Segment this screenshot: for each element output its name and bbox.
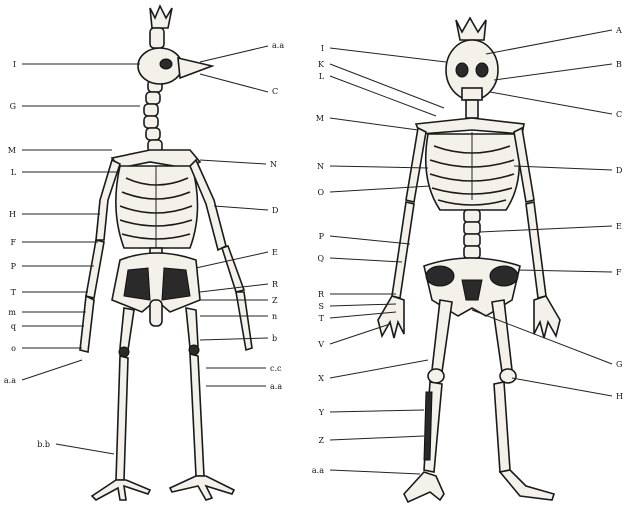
bird-skull (138, 48, 212, 84)
human-label: Y (318, 408, 325, 417)
human-spine (464, 210, 480, 258)
human-leader-line (494, 64, 612, 80)
human-label: I (321, 44, 324, 53)
bird-label: G (10, 102, 16, 111)
human-leader-line (480, 226, 612, 232)
human-leader-line (512, 378, 612, 396)
bird-leader-line (200, 160, 266, 164)
bird-leader-line (200, 46, 268, 62)
human-leader-line (330, 236, 410, 244)
human-leader-line (330, 436, 424, 440)
bird-leader-line (22, 360, 82, 380)
human-label: A (615, 26, 622, 35)
human-label: Z (318, 436, 324, 445)
human-label: S (319, 302, 324, 311)
bird-label: P (11, 262, 17, 271)
human-label: H (616, 392, 623, 401)
human-leader-line (518, 270, 612, 272)
human-ribcage (426, 132, 520, 210)
bird-label: c.c (270, 364, 282, 373)
bird-label: D (272, 206, 278, 215)
human-leader-line (330, 48, 446, 62)
bird-label: a.a (4, 376, 16, 385)
bird-left-arm (80, 160, 120, 352)
bird-leader-line (56, 444, 114, 454)
human-label: L (319, 72, 325, 81)
bird-skeleton (80, 6, 252, 500)
human-leader-line (330, 76, 436, 116)
bird-label: a.a (272, 41, 284, 50)
bird-leader-line (200, 338, 268, 340)
human-leader-line (330, 64, 444, 108)
bird-label: E (272, 248, 278, 257)
human-leader-line (330, 360, 428, 378)
human-label: B (616, 60, 622, 69)
bird-label: o (11, 344, 16, 353)
bird-label: n (272, 312, 277, 321)
human-label: F (616, 268, 622, 277)
bird-neck (144, 28, 164, 152)
human-leader-line (490, 92, 612, 114)
human-label: M (316, 114, 324, 123)
bird-label: b.b (37, 440, 50, 449)
human-leader-line (330, 258, 402, 262)
human-label: T (319, 314, 325, 323)
bird-label: b (272, 334, 277, 343)
human-label: O (317, 188, 324, 197)
bird-ribcage (116, 166, 198, 250)
human-leader-line (330, 470, 420, 474)
human-label: D (616, 166, 622, 175)
human-skeleton (378, 18, 560, 502)
bird-label: a.a (270, 382, 282, 391)
human-label: V (317, 340, 324, 349)
bird-label: M (8, 146, 16, 155)
bird-right-arm (190, 160, 252, 350)
bird-label: F (10, 238, 16, 247)
human-label: E (616, 222, 622, 231)
human-label: P (319, 232, 325, 241)
human-legs (404, 300, 554, 502)
human-leader-line (330, 410, 424, 412)
bird-leader-line (214, 206, 268, 210)
human-right-arm (514, 128, 560, 338)
bird-label: H (9, 210, 16, 219)
bird-label: Z (272, 296, 278, 305)
bird-label: C (272, 87, 278, 96)
bird-label: m (8, 308, 16, 317)
human-label: R (318, 290, 325, 299)
bird-label: R (272, 280, 279, 289)
human-label: G (616, 360, 622, 369)
human-label: K (318, 60, 325, 69)
human-leader-line (330, 118, 418, 130)
bird-label: N (270, 160, 277, 169)
human-label: N (317, 162, 324, 171)
bird-label: q (11, 322, 16, 331)
human-leader-line (486, 30, 612, 54)
bird-legs (92, 308, 234, 500)
bird-label: L (11, 168, 17, 177)
human-label: a.a (312, 466, 324, 475)
bird-label: I (13, 60, 16, 69)
human-label: X (318, 374, 324, 383)
human-skull (446, 40, 498, 100)
human-left-arm (378, 128, 426, 338)
human-label: Q (317, 254, 324, 263)
bird-label: T (11, 288, 17, 297)
human-label: C (616, 110, 622, 119)
bird-leader-line (200, 74, 268, 92)
